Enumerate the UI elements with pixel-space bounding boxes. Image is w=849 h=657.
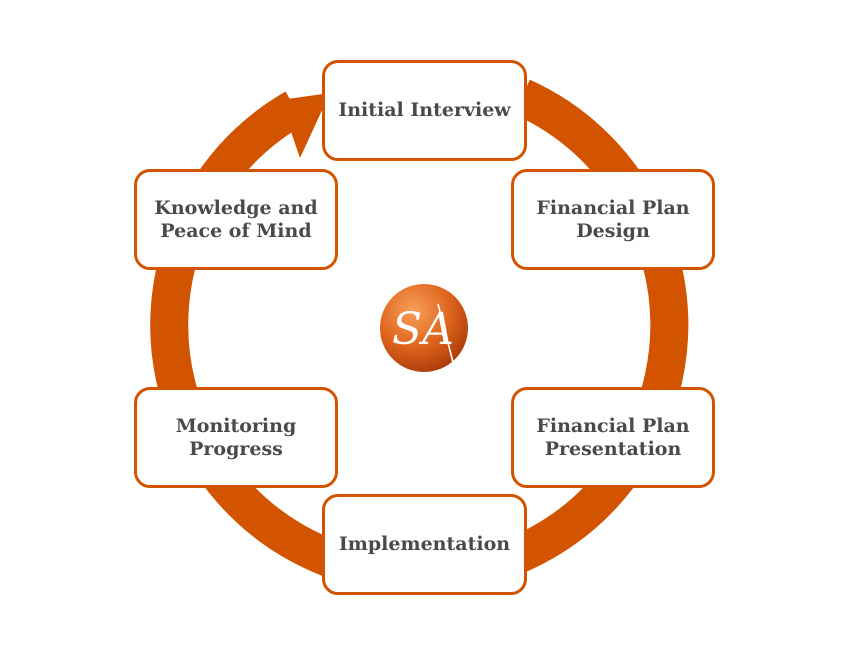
logo-text: SA [392,304,454,355]
step-initial-interview: Initial Interview [322,60,527,161]
cycle-arrowhead [280,93,330,158]
sa-monogram-logo: SA [380,284,468,374]
step-knowledge-peace-of-mind: Knowledge and Peace of Mind [134,169,338,270]
step-financial-plan-presentation: Financial Plan Presentation [511,387,715,488]
step-monitoring-progress: Monitoring Progress [134,387,338,488]
step-financial-plan-design: Financial Plan Design [511,169,715,270]
step-implementation: Implementation [322,494,527,595]
